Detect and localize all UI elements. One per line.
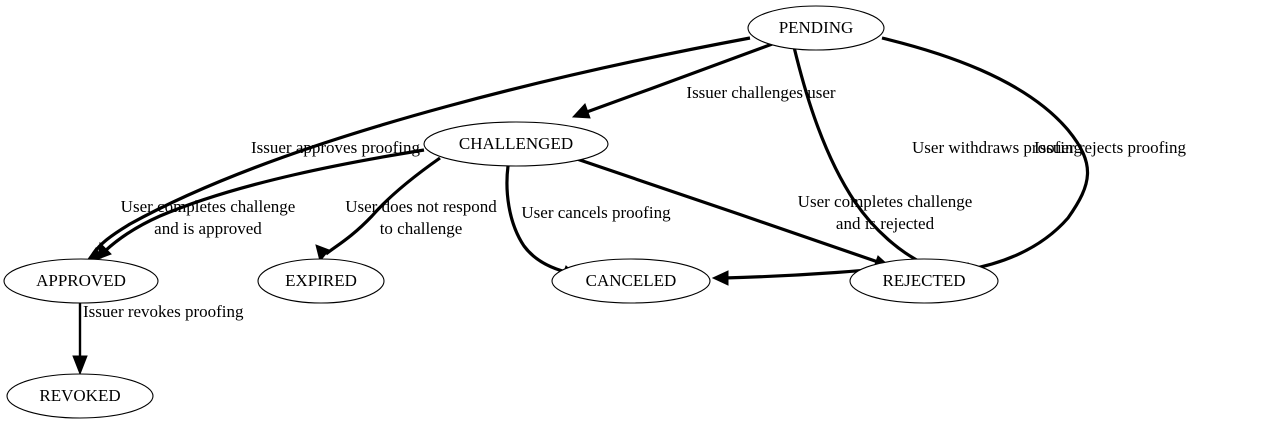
- arrowhead-icon: [571, 103, 591, 119]
- edge-approved-to-revoked: [72, 303, 88, 376]
- node-ellipse: [747, 5, 885, 51]
- edge-path: [583, 41, 776, 115]
- node-revoked[interactable]: REVOKED: [6, 373, 154, 419]
- arrowhead-icon: [72, 355, 88, 376]
- node-ellipse: [6, 373, 154, 419]
- node-expired[interactable]: EXPIRED: [257, 258, 385, 304]
- edge-label-challenged-rejected: User completes challenge and is rejected: [798, 192, 973, 233]
- node-label-approved: APPROVED: [36, 271, 126, 290]
- node-label-expired: EXPIRED: [285, 271, 357, 290]
- edge-label-challenged-expired: User does not respond to challenge: [345, 197, 497, 238]
- edge-label-line: and is rejected: [836, 214, 935, 233]
- edge-challenged-to-approved: [97, 148, 425, 260]
- node-challenged[interactable]: CHALLENGED: [423, 121, 609, 167]
- node-ellipse: [849, 258, 999, 304]
- edge-path: [103, 148, 425, 253]
- node-rejected[interactable]: REJECTED: [849, 258, 999, 304]
- edge-pending-to-challenged: [571, 41, 776, 119]
- edge-path: [505, 165, 567, 274]
- arrowhead-icon: [711, 270, 729, 286]
- edge-label-line: and is approved: [154, 219, 262, 238]
- node-pending[interactable]: PENDING: [747, 5, 885, 51]
- edge-pending-to-rejected: [881, 36, 1090, 278]
- node-canceled[interactable]: CANCELED: [551, 258, 711, 304]
- node-label-challenged: CHALLENGED: [459, 134, 573, 153]
- edge-path: [573, 156, 879, 264]
- edge-pending-to-canceled: [711, 46, 930, 286]
- edge-label-pending-approved: Issuer approves proofing: [251, 138, 421, 157]
- edge-challenged-to-canceled: [505, 165, 577, 281]
- edge-label-pending-challenged: Issuer challenges user: [686, 83, 836, 102]
- edge-challenged-to-expired: [315, 156, 441, 263]
- edge-label-challenged-approved: User completes challenge and is approved: [121, 197, 296, 238]
- node-label-rejected: REJECTED: [882, 271, 965, 290]
- edge-path: [91, 36, 751, 255]
- node-approved[interactable]: APPROVED: [3, 258, 159, 304]
- node-ellipse: [423, 121, 609, 167]
- edge-label-pending-rejected: Issuer rejects proofing: [1034, 138, 1187, 157]
- edge-label-challenged-canceled: User cancels proofing: [521, 203, 671, 222]
- node-ellipse: [257, 258, 385, 304]
- arrowhead-icon: [315, 244, 330, 263]
- edge-path: [723, 46, 930, 280]
- edge-label-pending-canceled: User withdraws proofing: [912, 138, 1082, 157]
- edge-label-line: User completes challenge: [798, 192, 973, 211]
- edge-label-line: to challenge: [380, 219, 463, 238]
- edge-label-line: User does not respond: [345, 197, 497, 216]
- node-ellipse: [3, 258, 159, 304]
- node-ellipse: [551, 258, 711, 304]
- edge-label-line: User completes challenge: [121, 197, 296, 216]
- node-label-pending: PENDING: [779, 18, 854, 37]
- arrowhead-icon: [97, 241, 112, 260]
- node-label-revoked: REVOKED: [39, 386, 120, 405]
- edge-path: [325, 156, 441, 256]
- node-label-canceled: CANCELED: [586, 271, 677, 290]
- edge-path: [881, 36, 1090, 272]
- edge-label-approved-revoked: Issuer revokes proofing: [83, 302, 244, 321]
